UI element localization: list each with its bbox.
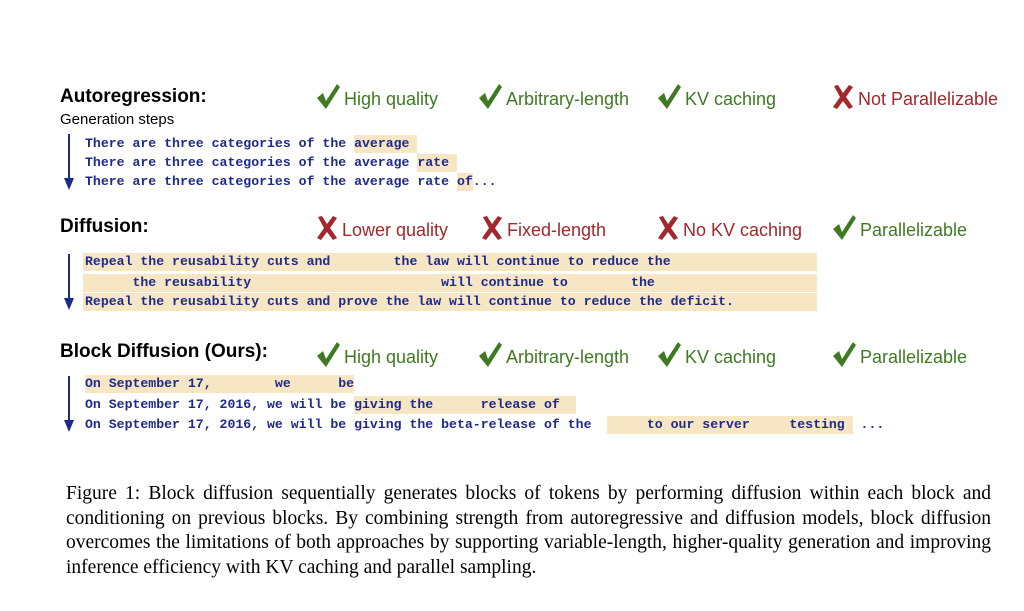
property-label: Lower quality: [342, 220, 449, 240]
diffusion-step-1: Repeal the reusability cuts and the law …: [83, 253, 817, 271]
text-span: There are three categories of the averag…: [85, 174, 457, 189]
section-title-block-diffusion: Block Diffusion (Ours):: [60, 341, 268, 362]
down-arrow-icon: [64, 134, 74, 190]
check-icon: [658, 84, 681, 109]
check-icon: [833, 215, 856, 240]
block-step-3: On September 17, 2016, we will be giving…: [85, 416, 884, 434]
check-icon: [317, 84, 340, 109]
check-icon: [833, 342, 856, 367]
property-high-quality: High quality: [315, 80, 438, 110]
property-label: KV caching: [685, 347, 777, 367]
text-span: On September 17, 2016, we will be: [85, 397, 355, 412]
ar-step-2: There are three categories of the averag…: [85, 154, 457, 172]
highlight-span: average: [354, 135, 418, 153]
property-label: No KV caching: [683, 220, 803, 240]
check-icon: [479, 84, 502, 109]
property-parallelizable: Parallelizable: [831, 211, 967, 241]
diffusion-step-3: Repeal the reusability cuts and prove th…: [83, 293, 817, 311]
property-kv-caching: KV caching: [656, 80, 776, 110]
text-span: ...: [852, 417, 885, 432]
text-span: There are three categories of the: [85, 136, 355, 151]
property-label: Not Parallelizable: [858, 89, 999, 109]
property-label: High quality: [344, 89, 439, 109]
cross-icon: [482, 216, 502, 240]
property-lower-quality: Lower quality: [315, 211, 448, 241]
cross-icon: [317, 216, 337, 240]
cross-icon: [833, 85, 853, 109]
property-label: High quality: [344, 347, 439, 367]
property-label: Arbitrary-length: [506, 347, 630, 367]
property-label: Parallelizable: [860, 220, 968, 240]
property-fixed-length: Fixed-length: [480, 211, 606, 241]
cross-icon: [658, 216, 678, 240]
highlight-span: to our server testing: [607, 416, 853, 434]
text-span: On September 17, 2016, we will be giving…: [85, 417, 608, 432]
ar-step-3: There are three categories of the averag…: [85, 173, 497, 191]
check-icon: [317, 342, 340, 367]
diffusion-step-2: the reusability will continue to the: [83, 274, 817, 292]
property-not-parallelizable: Not Parallelizable: [831, 80, 998, 110]
ar-step-1: There are three categories of the averag…: [85, 135, 418, 153]
property-high-quality: High quality: [315, 338, 438, 368]
property-label: Fixed-length: [507, 220, 607, 240]
property-arbitrary-length: Arbitrary-length: [477, 80, 629, 110]
down-arrow-icon: [64, 376, 74, 432]
check-icon: [658, 342, 681, 367]
block-step-2: On September 17, 2016, we will be giving…: [85, 396, 576, 414]
generation-steps-label: Generation steps: [60, 111, 175, 128]
property-label: Parallelizable: [860, 347, 968, 367]
highlight-span: of: [456, 173, 473, 191]
check-icon: [479, 342, 502, 367]
figure-caption: Figure 1: Block diffusion sequentially g…: [66, 483, 991, 578]
text-span: There are three categories of the averag…: [85, 155, 418, 170]
text-span: ...: [472, 174, 497, 189]
section-title-diffusion: Diffusion:: [60, 216, 149, 237]
highlight-span: On September 17, we be: [85, 375, 355, 393]
property-parallelizable: Parallelizable: [831, 338, 967, 368]
highlight-span: giving the release of: [354, 396, 576, 414]
property-kv-caching: KV caching: [656, 338, 776, 368]
property-label: KV caching: [685, 89, 777, 109]
block-step-1: On September 17, we be: [85, 375, 355, 393]
property-label: Arbitrary-length: [506, 89, 630, 109]
property-no-kv-caching: No KV caching: [656, 211, 802, 241]
section-title-autoregression: Autoregression:: [60, 86, 207, 107]
property-arbitrary-length: Arbitrary-length: [477, 338, 629, 368]
down-arrow-icon: [64, 254, 74, 310]
highlight-span: rate: [417, 154, 457, 172]
